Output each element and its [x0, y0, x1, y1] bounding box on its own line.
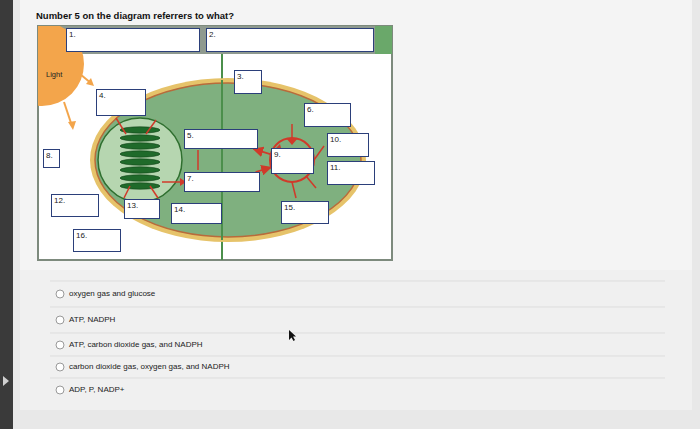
answer-box: 1.	[66, 28, 200, 52]
light-rays	[64, 74, 92, 126]
thylakoid-disc	[120, 127, 160, 133]
callout-number: 1.	[67, 29, 199, 40]
callout-number: 8.	[44, 150, 59, 161]
mouse-cursor	[289, 330, 296, 341]
callout-number: 16.	[74, 230, 120, 241]
answer-box: 15.	[281, 201, 329, 224]
light-arrowheads	[68, 78, 94, 130]
diagram-frame	[38, 26, 392, 260]
answer-panel	[20, 270, 692, 410]
option-dividers	[50, 281, 665, 378]
answer-box: 6.	[304, 103, 351, 127]
answer-box: 9.	[271, 148, 314, 174]
callout-number: 2.	[207, 29, 373, 40]
thylakoid-disc	[120, 143, 160, 149]
answer-option: ADP, P, NADP+	[69, 385, 125, 394]
callout-number: 6.	[305, 104, 350, 115]
answer-option: ATP, carbon dioxide gas, and NADPH	[69, 340, 203, 349]
thylakoid-disc	[120, 159, 160, 165]
callout-number: 3.	[235, 71, 261, 82]
thylakoid-disc	[120, 183, 160, 189]
calvin-cycle	[270, 138, 314, 182]
answer-option: carbon dioxide gas, oxygen gas, and NADP…	[69, 362, 230, 371]
red-arrows	[116, 118, 324, 198]
answer-box: 3.	[234, 70, 262, 94]
answer-option: oxygen gas and glucose	[69, 289, 155, 298]
answer-box: 4.	[96, 89, 146, 116]
question-title: Number 5 on the diagram referrers to wha…	[36, 10, 234, 21]
top-band	[38, 26, 392, 54]
radio-buttons	[56, 290, 64, 394]
callout-number: 15.	[282, 202, 328, 213]
answer-box: 5.	[184, 129, 258, 149]
thylakoid-disc	[120, 151, 160, 157]
answer-box: 10.	[327, 133, 369, 157]
answer-box: 11.	[327, 161, 375, 185]
callout-number: 14.	[172, 204, 221, 215]
callout-number: 7.	[185, 173, 259, 184]
light-label: Light	[46, 70, 62, 79]
divider-line	[221, 54, 223, 260]
page-panel	[20, 0, 692, 410]
answer-box: 13.	[124, 199, 160, 219]
answer-box: 12.	[51, 194, 99, 217]
callout-number: 12.	[52, 195, 98, 206]
window-edge	[0, 0, 13, 429]
answer-box: 14.	[171, 203, 222, 224]
callout-number: 13.	[125, 200, 159, 211]
chloroplast-stroma	[95, 83, 361, 237]
thylakoid-region	[98, 118, 182, 202]
thylakoid-disc	[120, 167, 160, 173]
chloroplast-outer-membrane	[90, 78, 366, 242]
thylakoid-disc	[120, 175, 160, 181]
top-band-green	[375, 26, 392, 54]
callout-number: 5.	[185, 130, 257, 141]
answer-box: 2.	[206, 28, 374, 52]
answer-box: 8.	[43, 149, 60, 168]
play-mark	[3, 376, 9, 386]
answer-box: 16.	[73, 229, 121, 252]
callout-number: 9.	[272, 149, 313, 160]
callout-number: 4.	[97, 90, 145, 101]
answer-box: 7.	[184, 172, 260, 192]
callout-number: 11.	[328, 162, 374, 173]
thylakoid-disc	[120, 135, 160, 141]
flow-arrow	[254, 149, 272, 154]
answer-option: ATP, NADPH	[69, 315, 115, 324]
granum-stack	[120, 127, 160, 189]
callout-number: 10.	[328, 134, 368, 145]
